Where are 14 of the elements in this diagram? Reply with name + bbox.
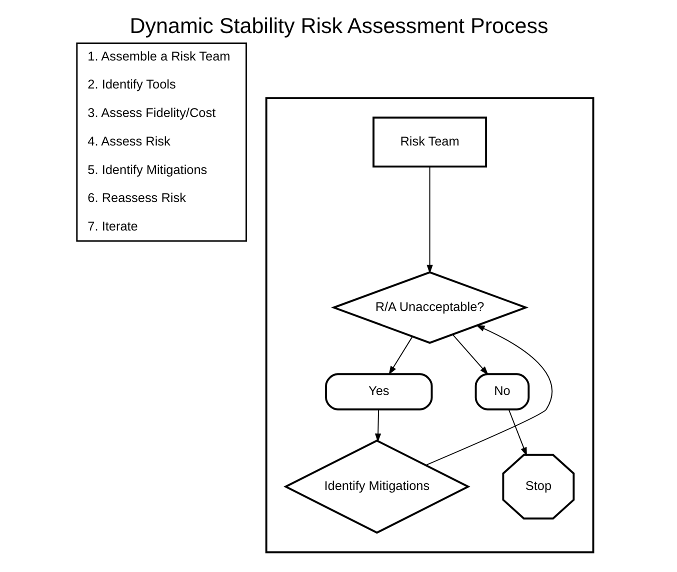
- node-diamond: Identify Mitigations: [283, 440, 470, 534]
- node-box: Risk Team: [372, 116, 487, 168]
- arrow: [452, 334, 488, 376]
- node-box: No: [474, 373, 530, 410]
- arrow: [424, 324, 552, 466]
- arrow: [388, 336, 412, 375]
- arrow: [508, 409, 526, 456]
- cluster: [264, 97, 594, 554]
- node-box: Yes: [324, 373, 432, 410]
- node-box: 1. Assemble a Risk Team 2. Identify Tools 3. Assess Fidelity/Cost 4. Assess Risk 5. Identify Mitigations 6. Reassess Risk 7. Iterate: [76, 42, 246, 242]
- diagram-title: Dynamic Stability Risk Assessment Process: [129, 14, 548, 38]
- node-diamond: R/A Unacceptable?: [330, 271, 528, 344]
- arrow: [426, 166, 432, 274]
- arrow: [374, 409, 381, 442]
